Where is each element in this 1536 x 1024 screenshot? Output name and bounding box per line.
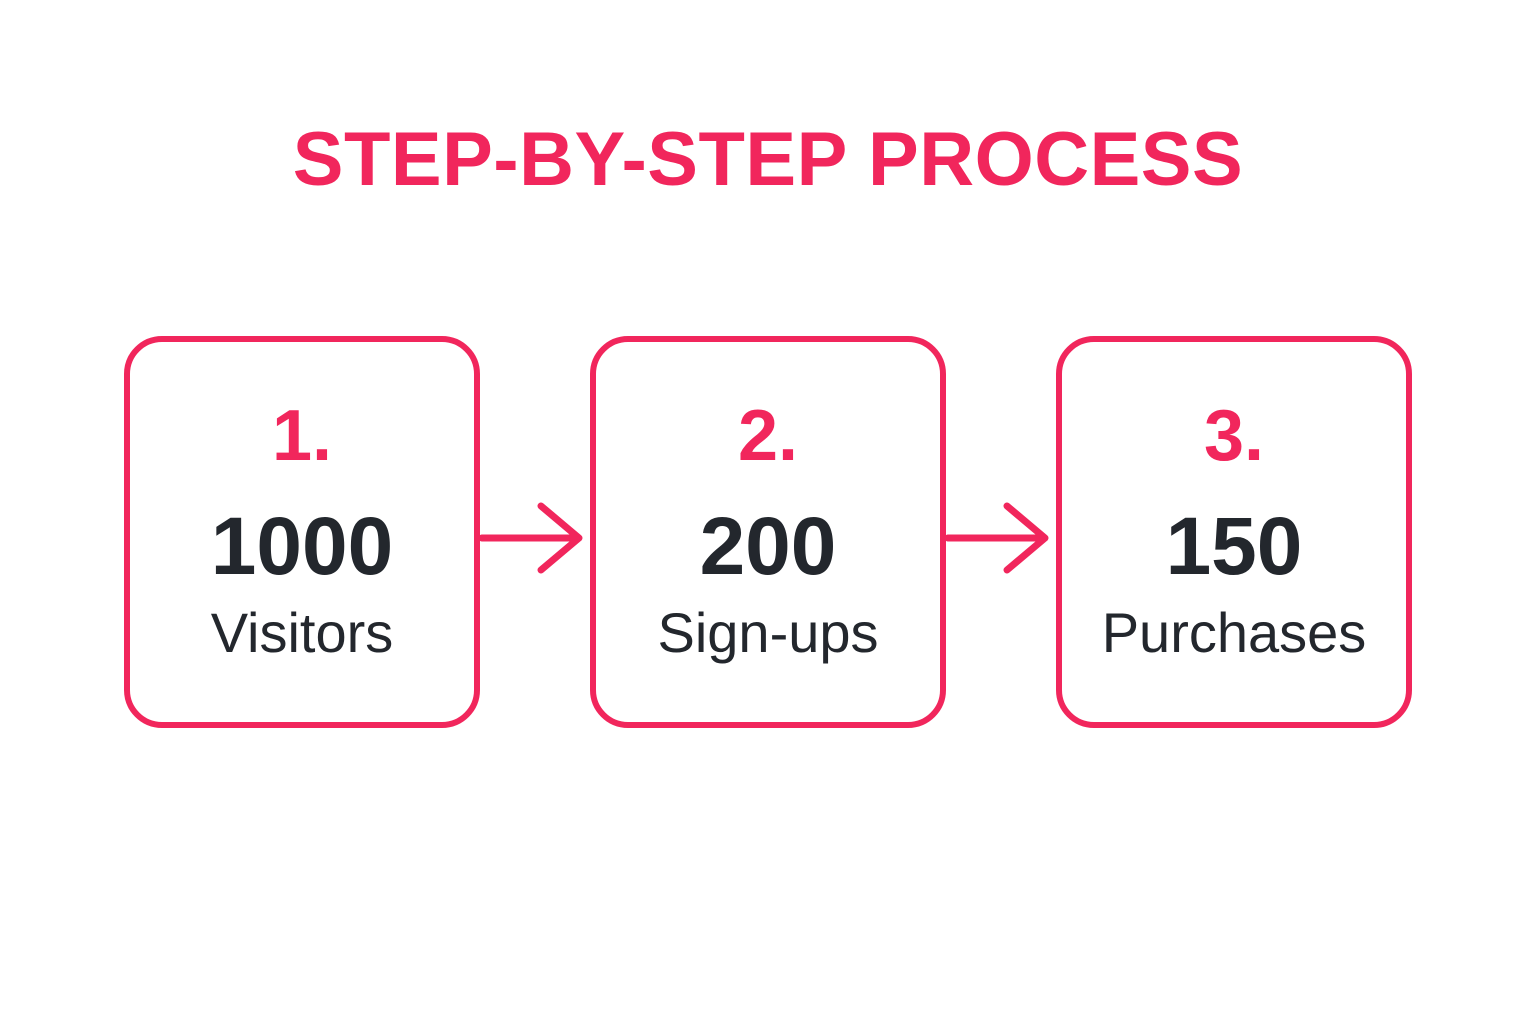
step-number: 3. [1203,396,1265,477]
step-value: 1000 [210,501,394,593]
step-card-2: 2. 200 Sign-ups [590,336,946,728]
page-title: STEP-BY-STEP PROCESS [292,117,1244,202]
step-label: Purchases [1101,601,1367,665]
arrow-right-icon [480,502,583,574]
steps-row: 1. 1000 Visitors 2. 200 Sign-ups 3. 150 … [0,336,1536,728]
step-card-1: 1. 1000 Visitors [124,336,480,728]
step-number: 1. [271,396,333,477]
step-card-3: 3. 150 Purchases [1056,336,1412,728]
step-number: 2. [737,396,799,477]
step-label: Visitors [210,601,394,665]
step-value: 150 [1165,501,1303,593]
step-value: 200 [699,501,837,593]
arrow-right-icon [946,502,1049,574]
step-label: Sign-ups [657,601,879,665]
